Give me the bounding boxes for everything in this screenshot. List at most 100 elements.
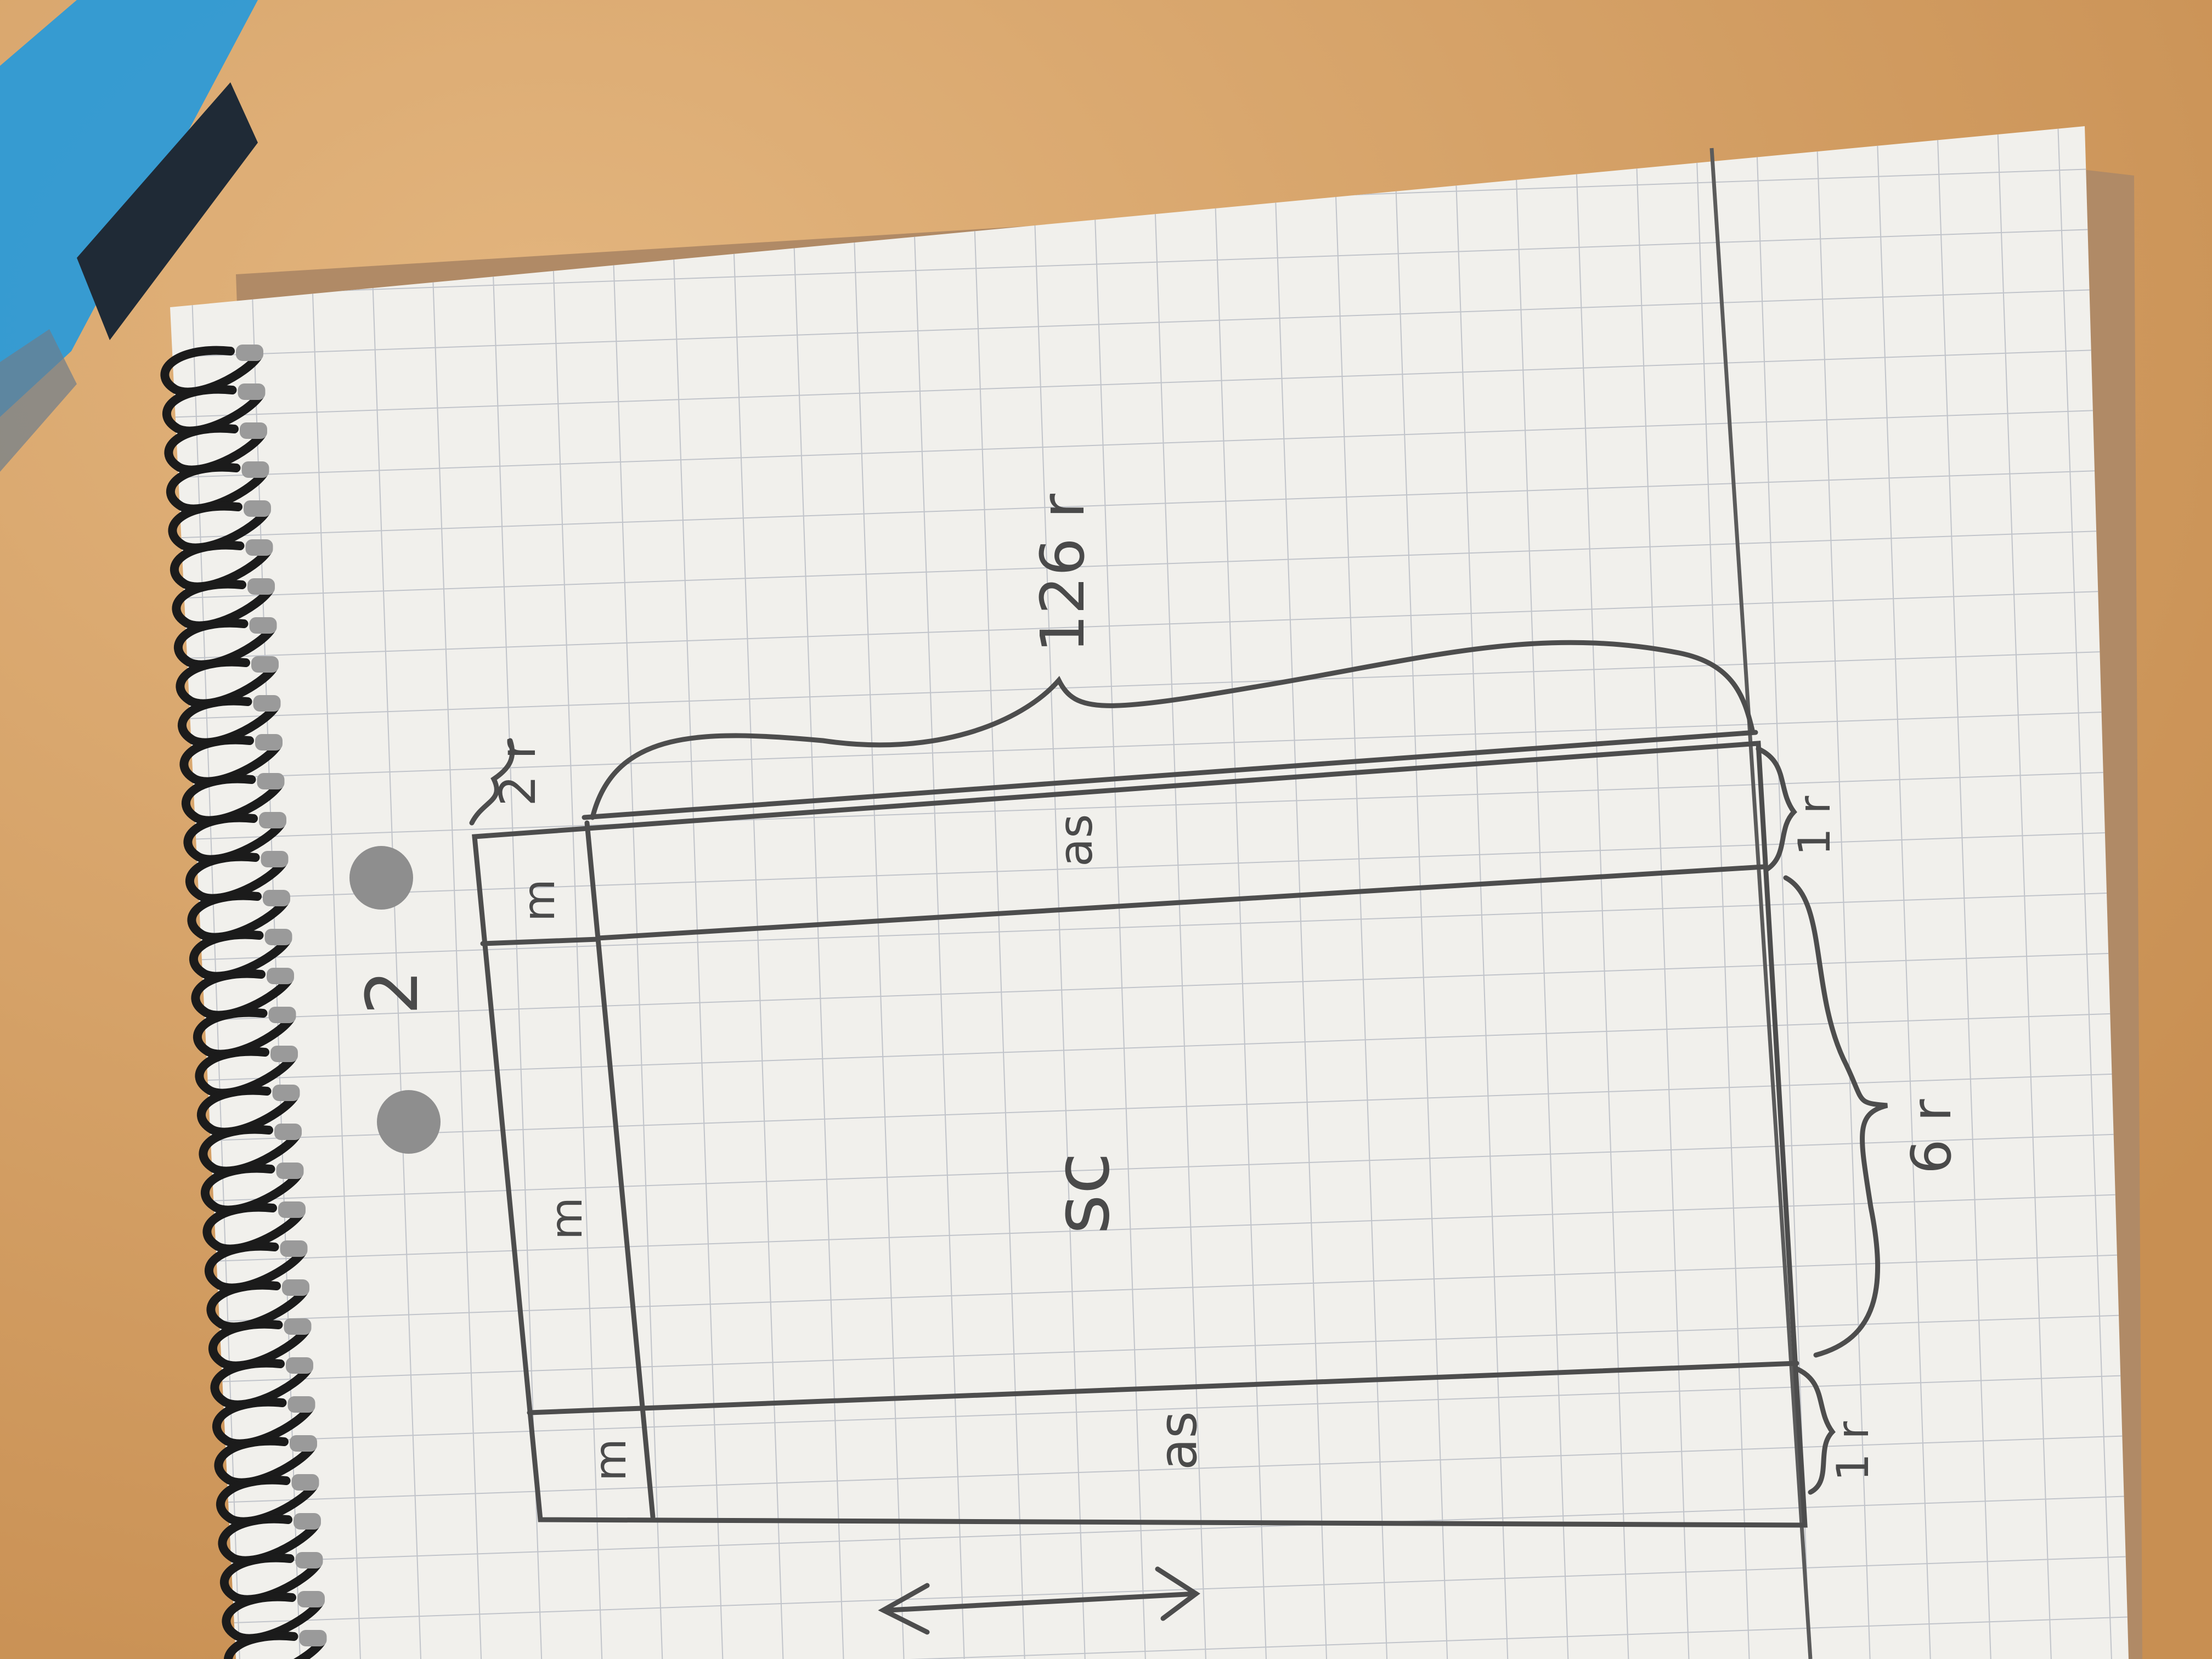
spiral-loop: [172, 579, 274, 630]
spiral-hole: [280, 1240, 308, 1257]
paper-grid: [170, 126, 2129, 1659]
spiral-loop: [168, 501, 270, 552]
blue-pen: [0, 0, 258, 472]
page-number: 2: [351, 969, 434, 1015]
spiral-loop: [210, 1358, 312, 1409]
label-right-small-bottom: 1 r: [1827, 1421, 1878, 1481]
label-top-band: as: [1049, 814, 1103, 867]
spiral-loop: [219, 1553, 322, 1604]
spiral-loop: [170, 540, 272, 591]
spiral-hole: [263, 890, 290, 906]
label-main-panel: sc: [1037, 1152, 1127, 1234]
spiral-loop: [166, 462, 268, 514]
top-small-brace: [469, 738, 515, 826]
spiral-hole: [238, 383, 266, 400]
spiral-loop: [200, 1164, 303, 1215]
spiral-hole: [295, 1552, 323, 1568]
spiral-loop: [214, 1436, 316, 1487]
spiral-loop: [216, 1475, 318, 1526]
spiral-hole: [249, 617, 277, 634]
spiral-hole: [247, 578, 275, 595]
label-bottom-band: as: [1148, 1411, 1209, 1470]
spiral-hole: [241, 461, 269, 478]
right-small-brace-top: [1756, 746, 1797, 872]
label-right-span: 6 r: [1899, 1099, 1963, 1174]
spiral-loop: [195, 1047, 297, 1098]
double-arrow: [886, 1591, 1199, 1613]
spiral-hole: [274, 1124, 302, 1140]
spiral-loop: [187, 891, 289, 942]
spiral-hole: [255, 734, 283, 751]
spiral-loop: [206, 1280, 308, 1331]
spiral-hole: [268, 1007, 296, 1023]
spiral-hole: [286, 1357, 313, 1374]
top-band-bottom-line: [582, 730, 1758, 820]
spiral-hole: [251, 656, 279, 673]
right-brace: [1783, 875, 1888, 1358]
spiral-loop: [179, 735, 281, 786]
spiral-loop: [193, 1008, 295, 1059]
pencil-sketch: [469, 640, 1888, 1635]
spiral-loop: [173, 618, 276, 669]
outer-rectangle: [472, 741, 1808, 1528]
label-left-middle: m: [541, 1197, 592, 1240]
spiral-hole: [257, 773, 285, 789]
spiral-hole: [278, 1201, 306, 1218]
spiral-loop: [224, 1631, 326, 1659]
spiral-loop: [218, 1514, 320, 1565]
spiral-hole: [272, 1085, 300, 1101]
spiral-hole: [297, 1591, 325, 1607]
spiral-loop: [202, 1203, 304, 1254]
spiral-hole: [244, 500, 271, 517]
spiral-loop: [199, 1125, 301, 1176]
spiral-hole: [276, 1163, 304, 1179]
spiral-loop: [183, 813, 285, 864]
margin-line: [1709, 148, 1813, 1659]
spiral-hole: [261, 851, 289, 867]
spiral-loop: [176, 657, 278, 708]
top-band-inner-line: [595, 864, 1767, 941]
spiral-loop: [162, 385, 264, 436]
spiral-loop: [185, 852, 287, 903]
spiral-loop: [196, 1086, 299, 1137]
spiral-loop: [164, 424, 266, 475]
spiral-hole: [236, 345, 263, 361]
spiral-loop: [189, 930, 291, 981]
spiral-loop: [160, 346, 262, 397]
spiral-binding: [160, 345, 327, 1659]
label-top-small: 2 r: [489, 739, 547, 806]
label-top-span: 126 r: [1028, 493, 1098, 653]
spiral-loop: [222, 1592, 324, 1643]
label-right-small-top: 1 r: [1789, 796, 1840, 856]
spiral-loop: [177, 696, 280, 747]
spiral-hole: [291, 1474, 319, 1491]
spiral-hole: [240, 422, 267, 439]
top-brace: [590, 640, 1756, 820]
spiral-hole: [270, 1046, 298, 1062]
spiral-loop: [191, 969, 293, 1020]
left-top-divider: [480, 936, 601, 946]
punch-hole: [377, 1090, 441, 1154]
right-small-brace-bottom: [1794, 1366, 1836, 1495]
punch-hole: [349, 846, 413, 910]
spiral-hole: [290, 1435, 317, 1452]
double-arrow-head-right: [1155, 1566, 1200, 1621]
spiral-loop: [181, 774, 284, 825]
spiral-hole: [294, 1513, 321, 1530]
spiral-hole: [264, 929, 292, 945]
spiral-hole: [282, 1279, 309, 1296]
spiral-hole: [259, 812, 286, 828]
spiral-loop: [204, 1242, 307, 1293]
spiral-hole: [253, 695, 281, 712]
double-arrow-head-left: [878, 1583, 930, 1635]
spiral-hole: [245, 539, 273, 556]
bottom-band-line: [527, 1361, 1799, 1415]
spiral-loop: [212, 1397, 314, 1448]
spiral-hole: [284, 1318, 312, 1335]
spiral-loop: [208, 1319, 311, 1370]
spiral-hole: [299, 1630, 327, 1646]
spiral-hole: [267, 968, 294, 984]
label-left-bottom: m: [585, 1438, 636, 1481]
spiral-hole: [287, 1396, 315, 1413]
